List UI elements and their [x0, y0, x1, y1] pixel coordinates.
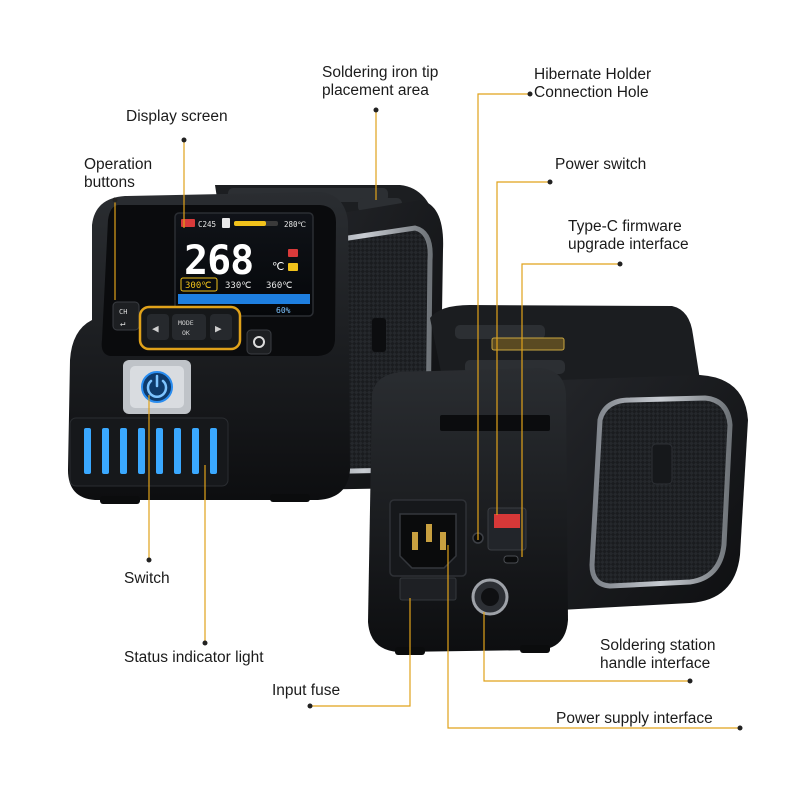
label-handle-line1: Soldering station [600, 637, 716, 654]
return-icon: ↵ [120, 319, 125, 329]
battery-icon [288, 263, 298, 271]
display-screen: C245 280℃ 268 ℃ 300℃ 330℃ 360℃ 60% [174, 212, 314, 317]
speaker-icon [288, 249, 298, 257]
power-bar [178, 294, 310, 304]
left-arrow-icon: ◀ [152, 322, 159, 335]
rear-carbon-panel [589, 395, 733, 589]
label-typec: Type-C firmware upgrade interface [568, 218, 689, 254]
mode-label: MODE [178, 319, 194, 327]
screen-preset-1: 300℃ [185, 281, 211, 291]
label-operation-line1: Operation [84, 156, 153, 173]
screen-panel [174, 212, 314, 317]
label-tip-area-line1: Soldering iron tip [322, 64, 439, 81]
foot-right [270, 494, 310, 502]
led-6 [174, 428, 181, 474]
power-button[interactable] [123, 360, 191, 414]
rear-vent [440, 415, 550, 431]
label-hibernate-line2: Connection Hole [534, 84, 649, 101]
led-8 [210, 428, 217, 474]
mode-ok-button[interactable] [172, 314, 206, 340]
leader-typec [521, 263, 620, 557]
label-hibernate: Hibernate Holder Connection Hole [534, 66, 651, 102]
tip-icon [181, 219, 195, 227]
heat-bar-fill [234, 221, 266, 226]
screen-preset-3: 360℃ [266, 281, 292, 291]
leader-handle [483, 612, 690, 682]
rear-unit [368, 305, 748, 655]
led-5 [156, 428, 163, 474]
thermometer-icon [222, 218, 230, 228]
label-typec-line2: upgrade interface [568, 236, 689, 253]
screen-percent: 60% [276, 306, 291, 315]
leader-power-switch [496, 181, 550, 515]
gear-icon [253, 336, 265, 348]
ch-button[interactable] [112, 301, 140, 331]
rocker-on-half [494, 514, 520, 528]
label-operation: Operation buttons [84, 156, 152, 192]
label-tip-area-line2: placement area [322, 82, 429, 99]
power-supply-interface [389, 499, 467, 601]
operation-buttons: CH ↵ ◀ MODE OK ▶ [112, 301, 272, 355]
foot-left [100, 496, 140, 504]
right-arrow-icon: ▶ [215, 322, 222, 335]
right-button[interactable] [210, 314, 232, 340]
fuse-drawer [399, 577, 457, 601]
label-power-switch: Power switch [555, 156, 647, 173]
screen-preset-2: 330℃ [225, 281, 251, 291]
pin-left [412, 532, 418, 550]
led-1 [84, 428, 91, 474]
power-icon [146, 379, 168, 398]
front-unit: C245 280℃ 268 ℃ 300℃ 330℃ 360℃ 60% CH ↵ [68, 185, 444, 504]
label-tip-area: Soldering iron tip placement area [322, 64, 438, 100]
side-button [651, 443, 673, 485]
pin-right [440, 532, 446, 550]
label-hibernate-line1: Hibernate Holder [534, 66, 652, 83]
led-3 [120, 428, 127, 474]
label-input-fuse: Input fuse [272, 682, 341, 699]
handle-connector-inner [481, 588, 499, 606]
led-2 [102, 428, 109, 474]
settings-button[interactable] [246, 329, 272, 355]
label-power-supply: Power supply interface [556, 710, 713, 727]
brand-plate [491, 337, 565, 351]
screen-big-unit: ℃ [272, 260, 284, 273]
ch-label: CH [119, 308, 127, 316]
leader-power-supply [447, 545, 740, 729]
label-status-light: Status indicator light [124, 649, 264, 666]
label-display: Display screen [126, 108, 228, 125]
rear-tip-slot [455, 325, 545, 339]
screen-big-temp: 268 [184, 238, 253, 284]
leader-fuse [310, 598, 411, 707]
label-switch: Switch [124, 570, 170, 587]
left-button[interactable] [147, 314, 169, 340]
led-7 [192, 428, 199, 474]
screen-right-temp: 280℃ [284, 220, 307, 229]
label-handle-interface: Soldering station handle interface [600, 637, 715, 673]
label-typec-line1: Type-C firmware [568, 218, 682, 235]
pin-earth [426, 524, 432, 542]
ok-label: OK [182, 329, 190, 337]
leader-dots [112, 91, 743, 731]
screen-tip-model: C245 [198, 220, 216, 229]
side-slot [372, 318, 386, 352]
label-operation-line2: buttons [84, 174, 135, 191]
typec-port [503, 555, 519, 564]
rear-foot-right [520, 645, 550, 653]
leader-hibernate [477, 93, 530, 540]
label-handle-line2: handle interface [600, 655, 711, 672]
leader-lines [114, 93, 740, 729]
led-4 [138, 428, 145, 474]
preset-1-box [180, 277, 218, 292]
